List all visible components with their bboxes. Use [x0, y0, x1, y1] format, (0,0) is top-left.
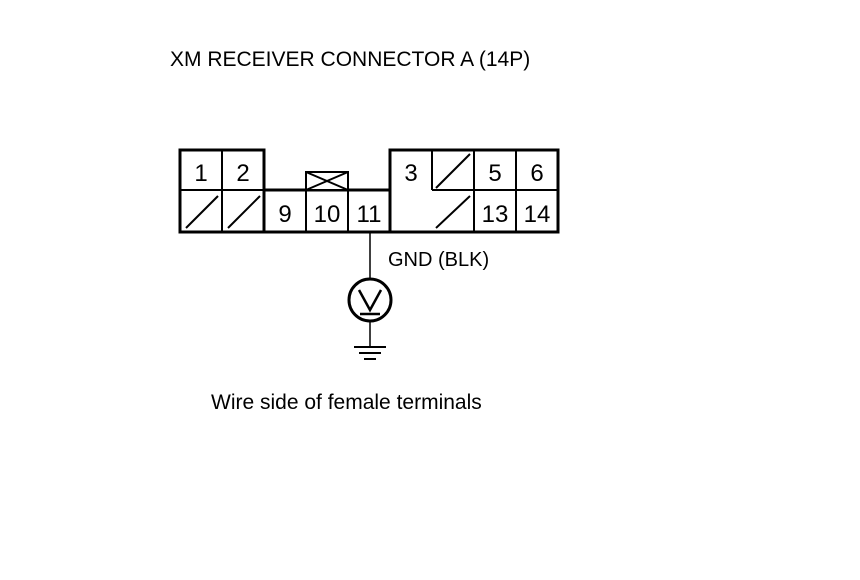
diagram-title: XM RECEIVER CONNECTOR A (14P)	[170, 48, 530, 71]
pin-10-label: 10	[314, 201, 341, 228]
pin-1-label: 1	[194, 160, 207, 187]
pin-9-label: 9	[278, 201, 291, 228]
connector-grid	[180, 150, 558, 232]
pin-5-label: 5	[488, 160, 501, 187]
ground-icon	[354, 346, 386, 360]
wire-label: GND (BLK)	[388, 249, 489, 271]
pin-3-label: 3	[404, 160, 417, 187]
connector-lock-tab	[305, 171, 349, 191]
pin-6-label: 6	[530, 160, 543, 187]
pin-14-label: 14	[524, 201, 551, 228]
diagram-caption: Wire side of female terminals	[211, 391, 482, 414]
voltmeter-icon	[347, 277, 393, 323]
pin-13-label: 13	[482, 201, 509, 228]
pin-2-label: 2	[236, 160, 249, 187]
pin-11-label: 11	[357, 201, 382, 228]
